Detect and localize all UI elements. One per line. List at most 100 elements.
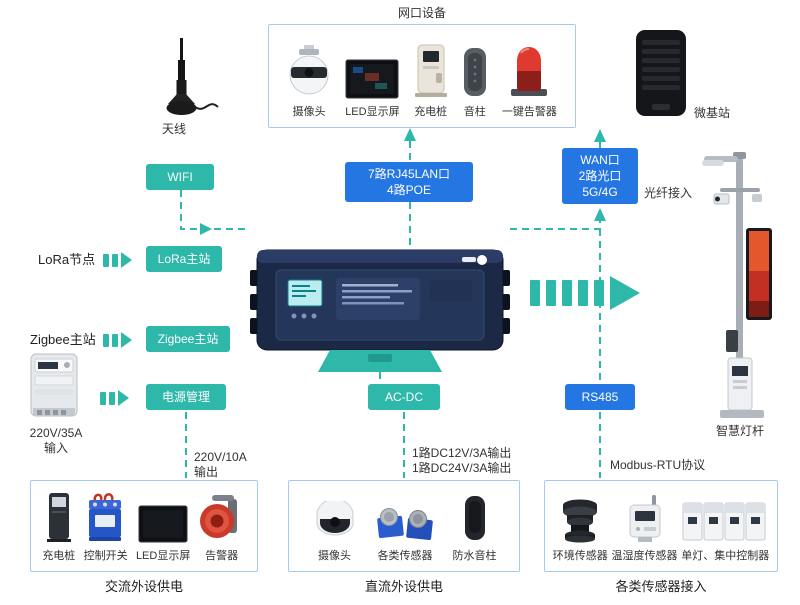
fiber-access-label: 光纤接入 (644, 186, 693, 200)
ac-output-line1: 220V/10A (194, 450, 247, 464)
device-item-label: LED显示屏 (345, 106, 400, 118)
power-input-line2: 输入 (43, 441, 68, 455)
device-item: 环境传感器 (553, 497, 608, 563)
waterproof-speaker-icon (462, 493, 488, 543)
device-item: 告警器 (198, 493, 246, 563)
device-item-label: 摄像头 (292, 106, 326, 118)
dc-output-line1: 1路DC12V/3A输出 (412, 446, 512, 460)
arrowhead-right-wifi (200, 223, 212, 235)
dome-camera-icon (312, 501, 358, 543)
lora-master-label: LoRa主站 (157, 251, 211, 266)
wifi-node-label: WIFI (167, 169, 193, 184)
power-management-label: 电源管理 (161, 389, 210, 404)
power-input-label: 220V/35A 输入 (18, 426, 94, 456)
lan-node: 7路RJ45LAN口 4路POE (345, 162, 473, 202)
zigbee-master-node: Zigbee主站 (146, 326, 230, 352)
lora-flow-chevron (103, 252, 132, 268)
lora-node-label: LoRa节点 (38, 252, 96, 267)
rs485-label: RS485 (581, 389, 619, 404)
lora-master-node: LoRa主站 (146, 246, 222, 272)
control-switch-icon (83, 491, 129, 543)
device-item: 各类传感器 (376, 497, 434, 563)
lan-node-line2: 4路POE (386, 183, 432, 197)
temp-humidity-sensor-icon (625, 495, 665, 543)
sensor-group: 环境传感器 温湿度传感器 单灯、集中控制器 (544, 480, 778, 572)
antenna-label: 天线 (161, 122, 186, 136)
flow-arrow (530, 276, 640, 310)
zigbee-source-label: Zigbee主站 (30, 332, 96, 347)
ac-output-line2: 输出 (194, 465, 219, 479)
arrowhead-up-topbox (404, 128, 416, 141)
device-item: 温湿度传感器 (612, 495, 678, 563)
gateway-device (250, 246, 510, 381)
dc-output-label: 1路DC12V/3A输出 1路DC24V/3A输出 (412, 446, 511, 476)
device-item-label: 音柱 (463, 106, 486, 118)
charging-pile-dark-icon (44, 491, 74, 543)
ptz-camera-icon (287, 45, 331, 99)
device-item: 充电桩 (42, 491, 75, 563)
ac-group-caption: 交流外设供电 (104, 579, 183, 594)
charging-pile-icon (414, 43, 448, 99)
device-item-label: 充电桩 (42, 550, 76, 562)
acdc-node: AC-DC (368, 384, 440, 410)
antenna-icon (148, 36, 220, 127)
ac-output-label: 220V/10A 输出 (194, 450, 247, 480)
wifi-node: WIFI (146, 164, 214, 190)
device-item: LED显示屏 (345, 59, 400, 119)
ac-peripheral-group: 充电桩 控制开关 LED显示屏 告警器 (30, 480, 258, 572)
sensor-group-caption: 各类传感器接入 (615, 579, 707, 594)
electric-meter-icon (24, 352, 84, 429)
horn-alarm-icon (198, 493, 246, 543)
device-item: 一键告警器 (502, 43, 557, 119)
arrowhead-up-wan (594, 208, 606, 221)
environment-sensor-icon (553, 497, 607, 543)
device-item-label: 单灯、集中控制器 (681, 550, 770, 562)
power-input-line1: 220V/35A (29, 426, 83, 440)
modbus-protocol-label: Modbus-RTU协议 (610, 458, 706, 472)
device-item-label: 一键告警器 (501, 106, 557, 118)
led-screen-icon (138, 505, 188, 543)
sensor-modules-icon (376, 497, 434, 543)
top-group-title: 网口设备 (397, 6, 446, 20)
line-wifi-device (180, 190, 250, 230)
device-item-label: 控制开关 (83, 550, 128, 562)
device-item: 防水音柱 (453, 493, 497, 563)
top-device-group: 摄像头 LED显示屏 充电桩 音柱 一键告警器 (268, 24, 576, 128)
device-item-label: 各类传感器 (377, 550, 433, 562)
device-item-label: 环境传感器 (552, 550, 608, 562)
power-flow-chevron (100, 390, 129, 406)
device-item-label: 温湿度传感器 (611, 550, 678, 562)
dc-output-line2: 1路DC24V/3A输出 (412, 461, 512, 475)
wan-node-line1: WAN口 (580, 152, 620, 167)
device-item: 控制开关 (83, 491, 129, 563)
acdc-label: AC-DC (385, 389, 423, 404)
device-item: LED显示屏 (136, 505, 190, 563)
smart-pole-icon (700, 140, 780, 429)
wan-node-line2: 2路光口 (578, 168, 622, 183)
wan-node: WAN口 2路光口 5G/4G (562, 148, 638, 204)
alarm-beacon-icon (505, 43, 553, 99)
device-item: 摄像头 (287, 45, 331, 119)
micro-base-station-icon (626, 28, 696, 128)
device-item-label: LED显示屏 (135, 550, 191, 562)
wan-node-line3: 5G/4G (582, 185, 618, 200)
dc-group-caption: 直流外设供电 (364, 579, 443, 594)
speaker-column-icon (462, 45, 488, 99)
device-item: 音柱 (462, 45, 488, 119)
zigbee-master-label: Zigbee主站 (157, 331, 219, 346)
arrowhead-up-basestation (594, 129, 606, 142)
lan-node-line1: 7路RJ45LAN口 (367, 166, 451, 181)
dc-peripheral-group: 摄像头 各类传感器 防水音柱 (288, 480, 520, 572)
power-management-node: 电源管理 (146, 384, 226, 410)
din-controllers-icon (682, 499, 768, 543)
smart-pole-label: 智慧灯杆 (715, 424, 764, 438)
device-item-label: 告警器 (205, 550, 239, 562)
device-item: 摄像头 (312, 501, 358, 563)
device-item-label: 防水音柱 (452, 550, 497, 562)
line-device-wan (510, 221, 601, 230)
zigbee-flow-chevron (103, 332, 132, 348)
rs485-node: RS485 (565, 384, 635, 410)
device-item: 单灯、集中控制器 (681, 499, 769, 563)
device-item: 充电桩 (414, 43, 448, 119)
